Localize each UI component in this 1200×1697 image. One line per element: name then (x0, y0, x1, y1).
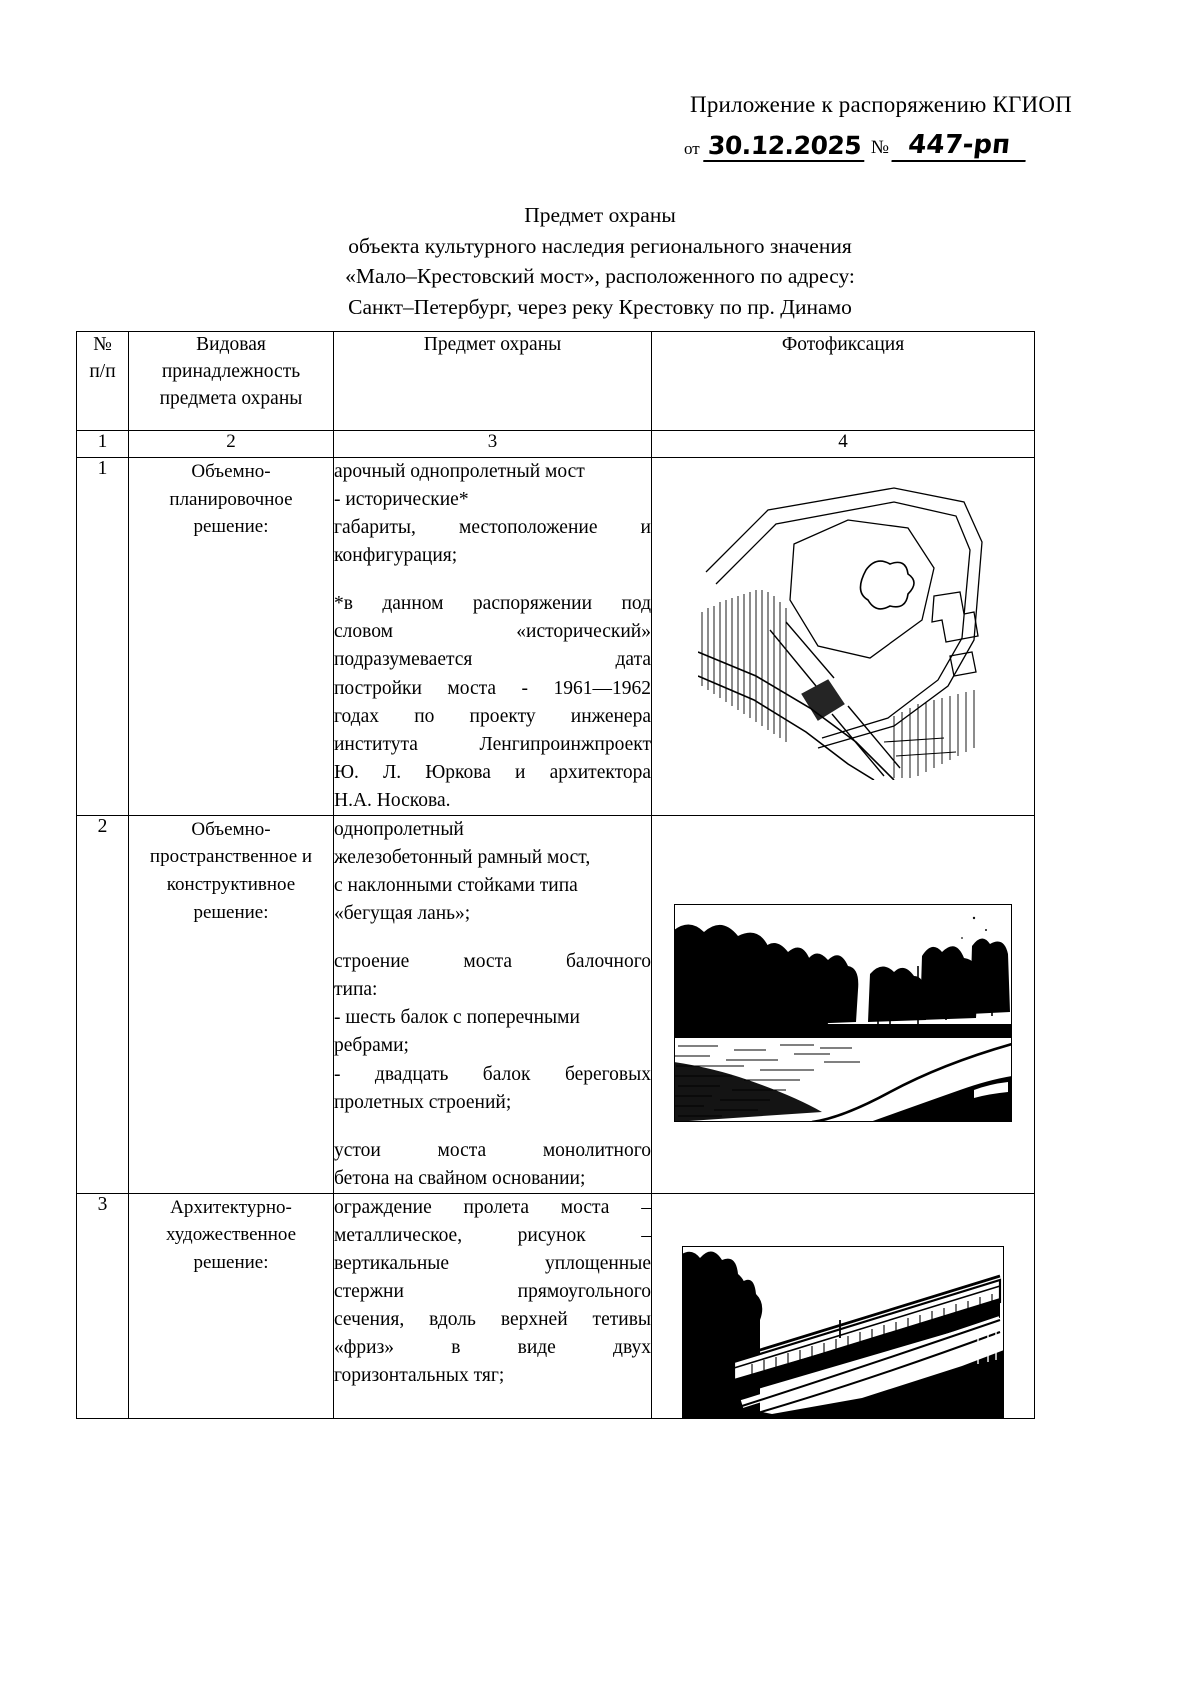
row3-kind-line3: решение: (193, 1251, 269, 1273)
row1-p2-l7: Ю. Л. Юркова и архитектора (334, 761, 651, 783)
row2-p3-l2: бетона на свайном основании; (334, 1167, 586, 1189)
number-sign: № (870, 137, 890, 159)
table-header-row: № п/п Видовая принадлежность предмета ох… (76, 331, 1035, 431)
row2-p1-l3: с наклонными стойками типа (334, 875, 578, 897)
document-header: Приложение к распоряжению КГИОП от 30.12… (652, 92, 1072, 163)
row1-kind-line2: планировочное (169, 488, 293, 510)
row1-p2-l5: годах по проекту инженера (334, 705, 651, 727)
row-kind-1: Объемно- планировочное решение: (128, 457, 334, 816)
row-photo-3 (651, 1192, 1035, 1419)
row2-kind-line3: конструктивное (166, 874, 296, 896)
bridge-railing-photo (682, 1245, 1004, 1418)
header-cell-subject: Предмет охраны (333, 331, 652, 431)
row1-p2-l2: словом «исторический» (334, 621, 651, 643)
row2-p2-l1: строение моста балочного (334, 951, 651, 973)
row2-p2-l3: - шесть балок с поперечными (334, 1007, 580, 1029)
row-number-3: 3 (76, 1192, 129, 1419)
table-column-number-row: 1 2 3 4 (76, 430, 1035, 458)
protection-subject-table: № п/п Видовая принадлежность предмета ох… (76, 331, 1035, 1419)
title-line-4: Санкт–Петербург, через реку Крестовку по… (348, 294, 852, 319)
title-line-1: Предмет охраны (524, 203, 676, 227)
row-subject-2: однопролетный железобетонный рамный мост… (333, 814, 652, 1194)
row-kind-2: Объемно- пространственное и конструктивн… (128, 814, 334, 1194)
column-number-2: 2 (128, 430, 334, 458)
appendix-reference-line: Приложение к распоряжению КГИОП (690, 92, 1072, 117)
row3-p1-l1: ограждение пролета моста – (334, 1196, 651, 1218)
situational-plan-drawing (698, 480, 988, 780)
header-kind-line3: предмета охраны (159, 387, 303, 409)
row2-p2-l6: пролетных строений; (334, 1091, 512, 1113)
row-subject-1: арочный однопролетный мост - исторически… (333, 457, 652, 816)
order-number-handwritten: 447-рп (891, 130, 1029, 163)
row1-p2-l6: института Ленгипроинжпроект (334, 733, 651, 755)
row3-kind-line1: Архитектурно- (170, 1196, 292, 1218)
row3-p1: ограждение пролета моста – металлическое… (334, 1194, 651, 1391)
row1-p2: *в данном распоряжении под словом «истор… (334, 590, 651, 815)
date-value-handwritten: 30.12.2025 (702, 131, 866, 163)
row-subject-3: ограждение пролета моста – металлическое… (333, 1192, 652, 1419)
row-kind-3: Архитектурно- художественное решение: (128, 1192, 334, 1419)
row1-p1-l1: арочный однопролетный мост (334, 461, 585, 482)
row3-p1-l5: сечения, вдоль верхней тетивы (334, 1309, 651, 1331)
document-title: Предмет охраны объекта культурного насле… (0, 200, 1200, 322)
date-label: от (684, 139, 700, 159)
row1-p1-l4: конфигурация; (334, 545, 458, 567)
column-number-4: 4 (651, 430, 1035, 458)
table-row: 1 Объемно- планировочное решение: арочны… (76, 457, 1035, 816)
row2-p3: устои моста монолитного бетона на свайно… (334, 1137, 651, 1193)
row1-p2-l4: постройки моста - 1961—1962 (334, 677, 651, 699)
row1-kind-line3: решение: (193, 516, 269, 538)
row3-p1-l4: стержни прямоугольного (334, 1281, 651, 1303)
row-number-1: 1 (76, 457, 129, 816)
header-kind-line2: принадлежность (161, 360, 301, 382)
row1-p1-l2: - исторические* (334, 489, 469, 511)
row2-p1-l2: железобетонный рамный мост, (334, 847, 591, 869)
row1-p1: арочный однопролетный мост - исторически… (334, 458, 651, 570)
header-number-line1: № (93, 334, 112, 355)
row2-kind-line4: решение: (193, 901, 269, 923)
title-line-2: объекта культурного наследия регионально… (348, 233, 852, 258)
row-photo-1 (651, 457, 1035, 816)
column-number-3: 3 (333, 430, 652, 458)
header-number-line2: п/п (89, 360, 116, 382)
river-bank-photo (674, 903, 1012, 1122)
row2-p2-l2: типа: (334, 979, 378, 1001)
row2-p2: строение моста балочного типа: - шесть б… (334, 948, 651, 1116)
header-cell-kind: Видовая принадлежность предмета охраны (128, 331, 334, 431)
row-number-2: 2 (76, 814, 129, 1194)
order-date-and-number: от 30.12.2025 № 447-рп (652, 130, 1072, 163)
row1-p2-l8: Н.А. Носкова. (334, 789, 451, 811)
table-row: 2 Объемно- пространственное и конструкти… (76, 814, 1035, 1194)
column-number-1: 1 (76, 430, 129, 458)
row2-p2-l5: - двадцать балок береговых (334, 1063, 651, 1085)
header-cell-photo: Фотофиксация (651, 331, 1035, 431)
header-kind-line1: Видовая (196, 334, 266, 355)
row1-kind-line1: Объемно- (191, 461, 271, 482)
row3-p1-l6: «фриз» в виде двух (334, 1337, 651, 1359)
row2-p1-l4: «бегущая лань»; (334, 903, 471, 925)
row3-p1-l3: вертикальные уплощенные (334, 1253, 651, 1275)
row3-p1-l2: металлическое, рисунок – (334, 1224, 651, 1246)
row2-kind-line1: Объемно- (191, 818, 271, 840)
row2-p2-l4: ребрами; (334, 1035, 409, 1057)
row-photo-2 (651, 814, 1035, 1194)
row1-p2-l3: подразумевается дата (334, 649, 651, 671)
row3-p1-l7: горизонтальных тяг; (334, 1365, 505, 1387)
title-line-3: «Мало–Крестовский мост», расположенного … (345, 264, 855, 289)
row2-p1: однопролетный железобетонный рамный мост… (334, 816, 651, 928)
row2-kind-line2: пространственное и (149, 846, 313, 868)
row3-kind-line2: художественное (165, 1224, 297, 1246)
row2-p3-l1: устои моста монолитного (334, 1139, 651, 1161)
row1-p2-l1: *в данном распоряжении под (334, 593, 651, 615)
header-cell-number: № п/п (76, 331, 129, 431)
row1-p1-l3: габариты, местоположение и (334, 517, 651, 539)
table-row: 3 Архитектурно- художественное решение: … (76, 1192, 1035, 1419)
row2-p1-l1: однопролетный (334, 818, 464, 840)
